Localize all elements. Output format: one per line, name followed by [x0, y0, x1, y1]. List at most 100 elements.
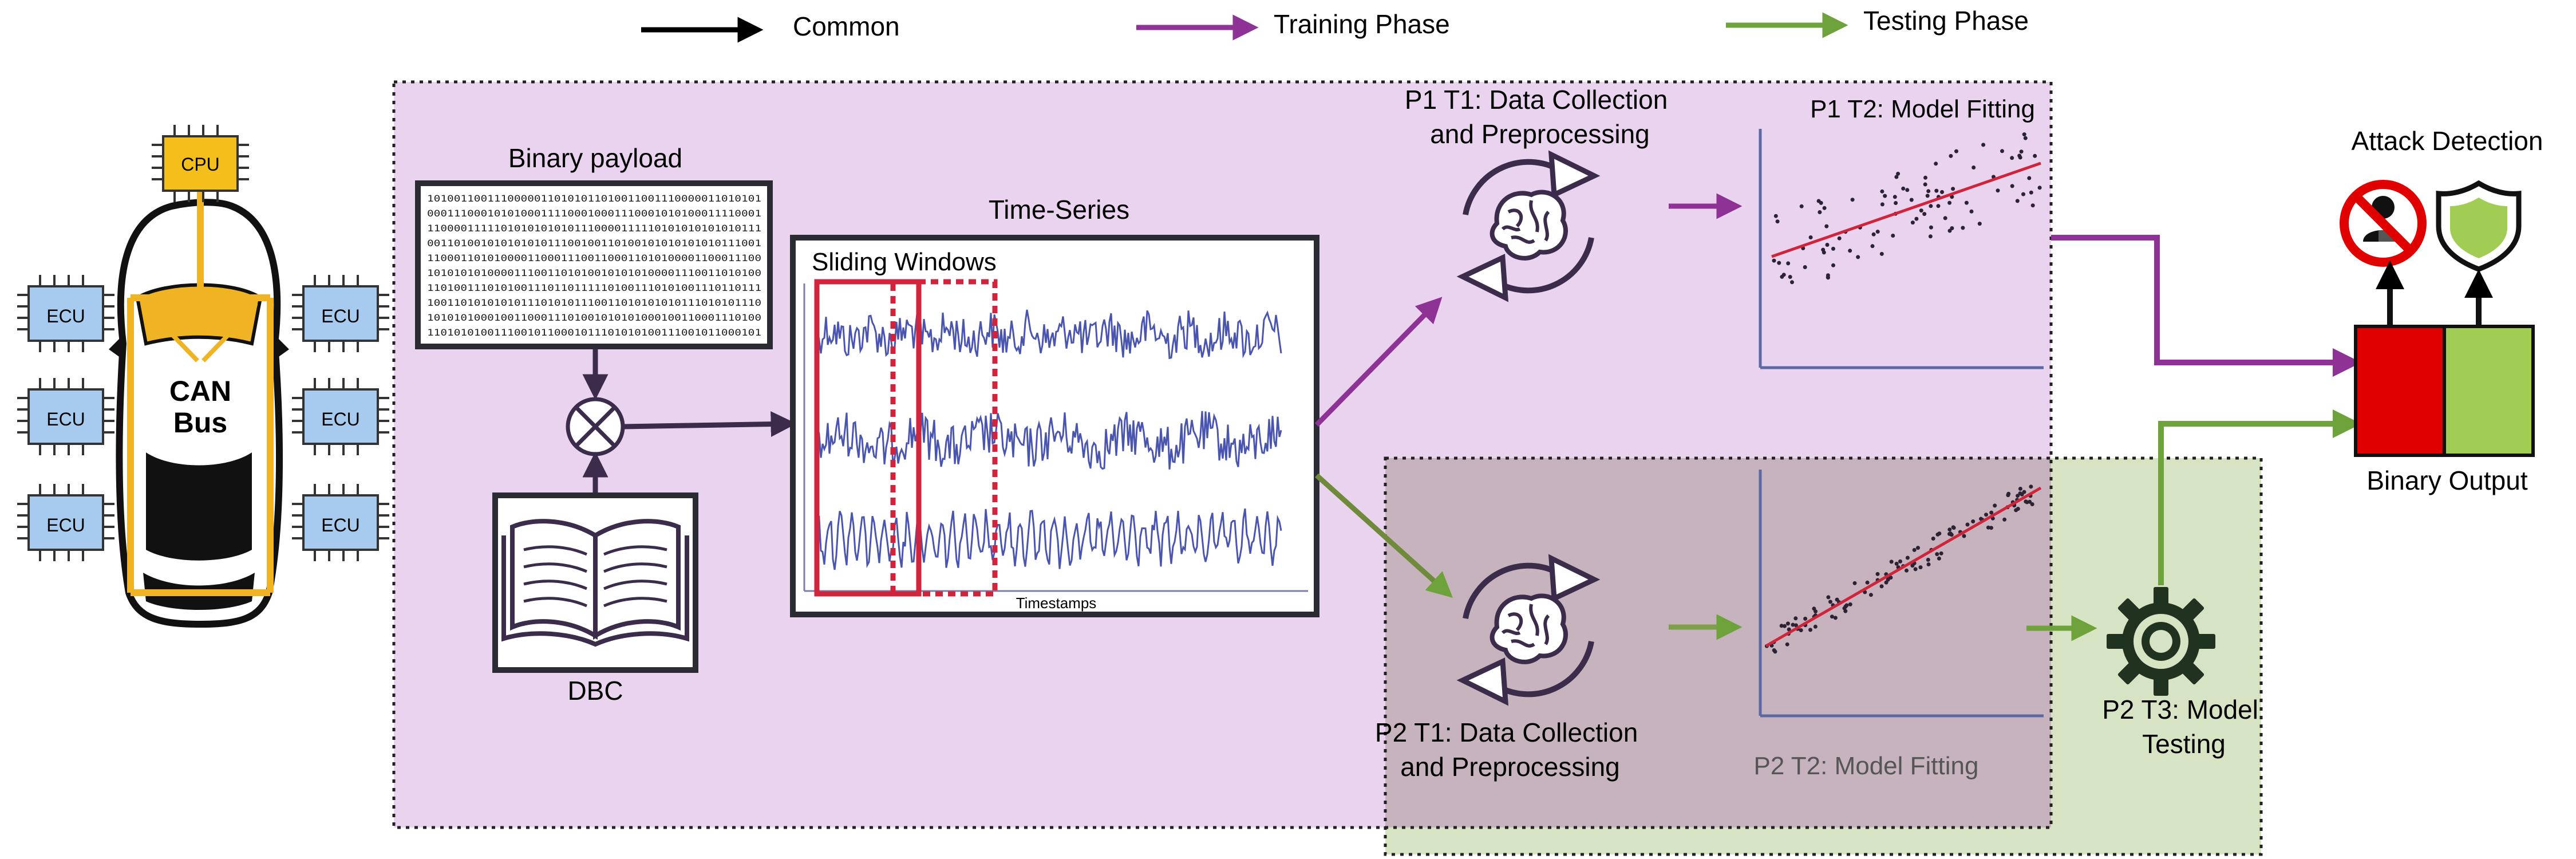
testing-phase-border	[1384, 456, 2263, 856]
sliding-window-current	[814, 279, 922, 597]
binary-line: 1101010100111001011000101110101010011100…	[427, 327, 761, 338]
scatter-point	[1808, 235, 1813, 239]
scatter-point	[1868, 593, 1873, 597]
ecu-chip	[17, 275, 114, 352]
scatter-point	[1901, 186, 1906, 191]
scatter-point	[1923, 182, 1927, 187]
sliding-windows-label: Sliding Windows	[812, 248, 997, 276]
scatter-point	[1783, 624, 1787, 628]
scatter-point	[2006, 491, 2011, 496]
scatter-point	[1971, 519, 1976, 523]
scatter-point	[1813, 624, 1818, 629]
ecu-label: ECU	[46, 306, 85, 326]
scatter-point	[2022, 490, 2026, 494]
scatter-point	[1891, 234, 1895, 238]
scatter-point	[1925, 194, 1930, 198]
scatter-point	[1837, 236, 1842, 241]
scatter-point	[1905, 555, 1910, 560]
binary-line: 1001101010101011101010111001101010101011…	[427, 297, 761, 308]
binary-payload-box	[415, 180, 773, 349]
can-bus-label: CAN	[169, 375, 231, 407]
scatter-point	[1848, 602, 1852, 606]
scatter-point	[2018, 155, 2022, 160]
scatter-point	[1777, 261, 1781, 265]
ecu-chip	[17, 378, 114, 455]
scatter-point	[1803, 265, 1807, 269]
binary-line: 1010101010000111001101010010101010000111…	[427, 267, 761, 278]
binary-payload-lines: 1010011001110000011010101101001100111000…	[427, 193, 761, 338]
p2-t2-label: P2 T2: Model Fitting	[1754, 752, 1979, 780]
scatter-point	[1898, 559, 1902, 564]
scatter-point	[1893, 195, 1897, 199]
scatter-point	[1856, 255, 1860, 259]
scatter-point	[2023, 136, 2028, 140]
scatter-point	[2010, 184, 2014, 188]
p1-to-output-arrow	[2051, 235, 2361, 377]
scatter-point	[2016, 494, 2020, 498]
scatter-point	[1971, 166, 1976, 170]
scatter-point	[1896, 171, 1901, 176]
dbc-label: DBC	[567, 676, 623, 706]
scatter-point	[1913, 567, 1918, 572]
sliding-window-next	[890, 279, 998, 597]
shield-icon	[2436, 180, 2522, 272]
scatter-point	[2024, 499, 2028, 504]
scatter-point	[2018, 491, 2022, 495]
scatter-point	[1865, 580, 1870, 585]
binary-line: 0011010010101010101110010011010010101010…	[427, 238, 761, 249]
scatter-point	[1822, 206, 1827, 210]
scatter-point	[1781, 273, 1786, 277]
scatter-point	[1996, 188, 2000, 193]
scatter-point	[1984, 513, 1988, 517]
binary-line: 1010101000100110001110100101010100010011…	[427, 312, 761, 323]
scatter-point	[1871, 232, 1876, 237]
binary-line: 1100011010100001100011100110001101010000…	[427, 253, 761, 263]
cpu-chip	[152, 125, 249, 202]
scatter-point	[2029, 484, 2033, 489]
scatter-point	[1929, 204, 1933, 208]
binary-line: 1100001111101010101010111000011111010101…	[427, 223, 761, 234]
scatter-point	[1850, 198, 1855, 202]
scatter-point	[1918, 565, 1923, 570]
scatter-point	[1947, 228, 1952, 233]
scatter-point	[1793, 616, 1798, 621]
scatter-point	[1787, 627, 1791, 632]
scatter-point	[1819, 200, 1823, 205]
scatter-point	[1937, 556, 1941, 561]
ecu-label: ECU	[321, 515, 360, 535]
scatter-point	[1821, 247, 1826, 252]
scatter-point	[1926, 562, 1931, 566]
ecu-label: ECU	[321, 409, 360, 430]
p1-t2-label: P1 T2: Model Fitting	[1810, 95, 2035, 123]
timeseries-to-p1-arrow	[1314, 297, 1443, 427]
scatter-point	[1965, 522, 1970, 527]
binary-output-label: Binary Output	[2366, 466, 2527, 495]
scatter-point	[1948, 531, 1953, 535]
scatter-point	[1826, 595, 1831, 600]
scatter-point	[2000, 149, 2004, 153]
scatter-point	[1934, 188, 1939, 193]
ecu-chip	[292, 484, 389, 561]
scatter-point	[1894, 175, 1899, 179]
ecu-chips	[17, 275, 389, 561]
binary-payload-title: Binary payload	[508, 143, 682, 173]
scatter-point	[1923, 175, 1927, 180]
scatter-point	[1905, 568, 1909, 573]
p2-t3-to-output-arrow	[2158, 409, 2361, 585]
ecu-label: ECU	[321, 306, 360, 326]
scatter-point	[1989, 526, 1993, 530]
scatter-point	[2002, 517, 2007, 522]
scatter-point	[1962, 534, 1966, 538]
scatter-point	[1926, 189, 1931, 194]
scatter-point	[1828, 600, 1832, 604]
attack-detection-title: Attack Detection	[2352, 126, 2543, 156]
scatter-point	[1831, 246, 1835, 251]
scatter-point	[1773, 649, 1777, 654]
scatter-point	[2033, 153, 2037, 158]
bus-arrow	[143, 304, 199, 362]
scatter-point	[1981, 143, 1986, 147]
p2-t1-label: P2 T1: Data Collection and Preprocessing	[1375, 718, 1645, 782]
scatter-point	[1986, 525, 1990, 530]
scatter-point	[1940, 190, 1944, 194]
scatter-point	[1791, 622, 1795, 627]
